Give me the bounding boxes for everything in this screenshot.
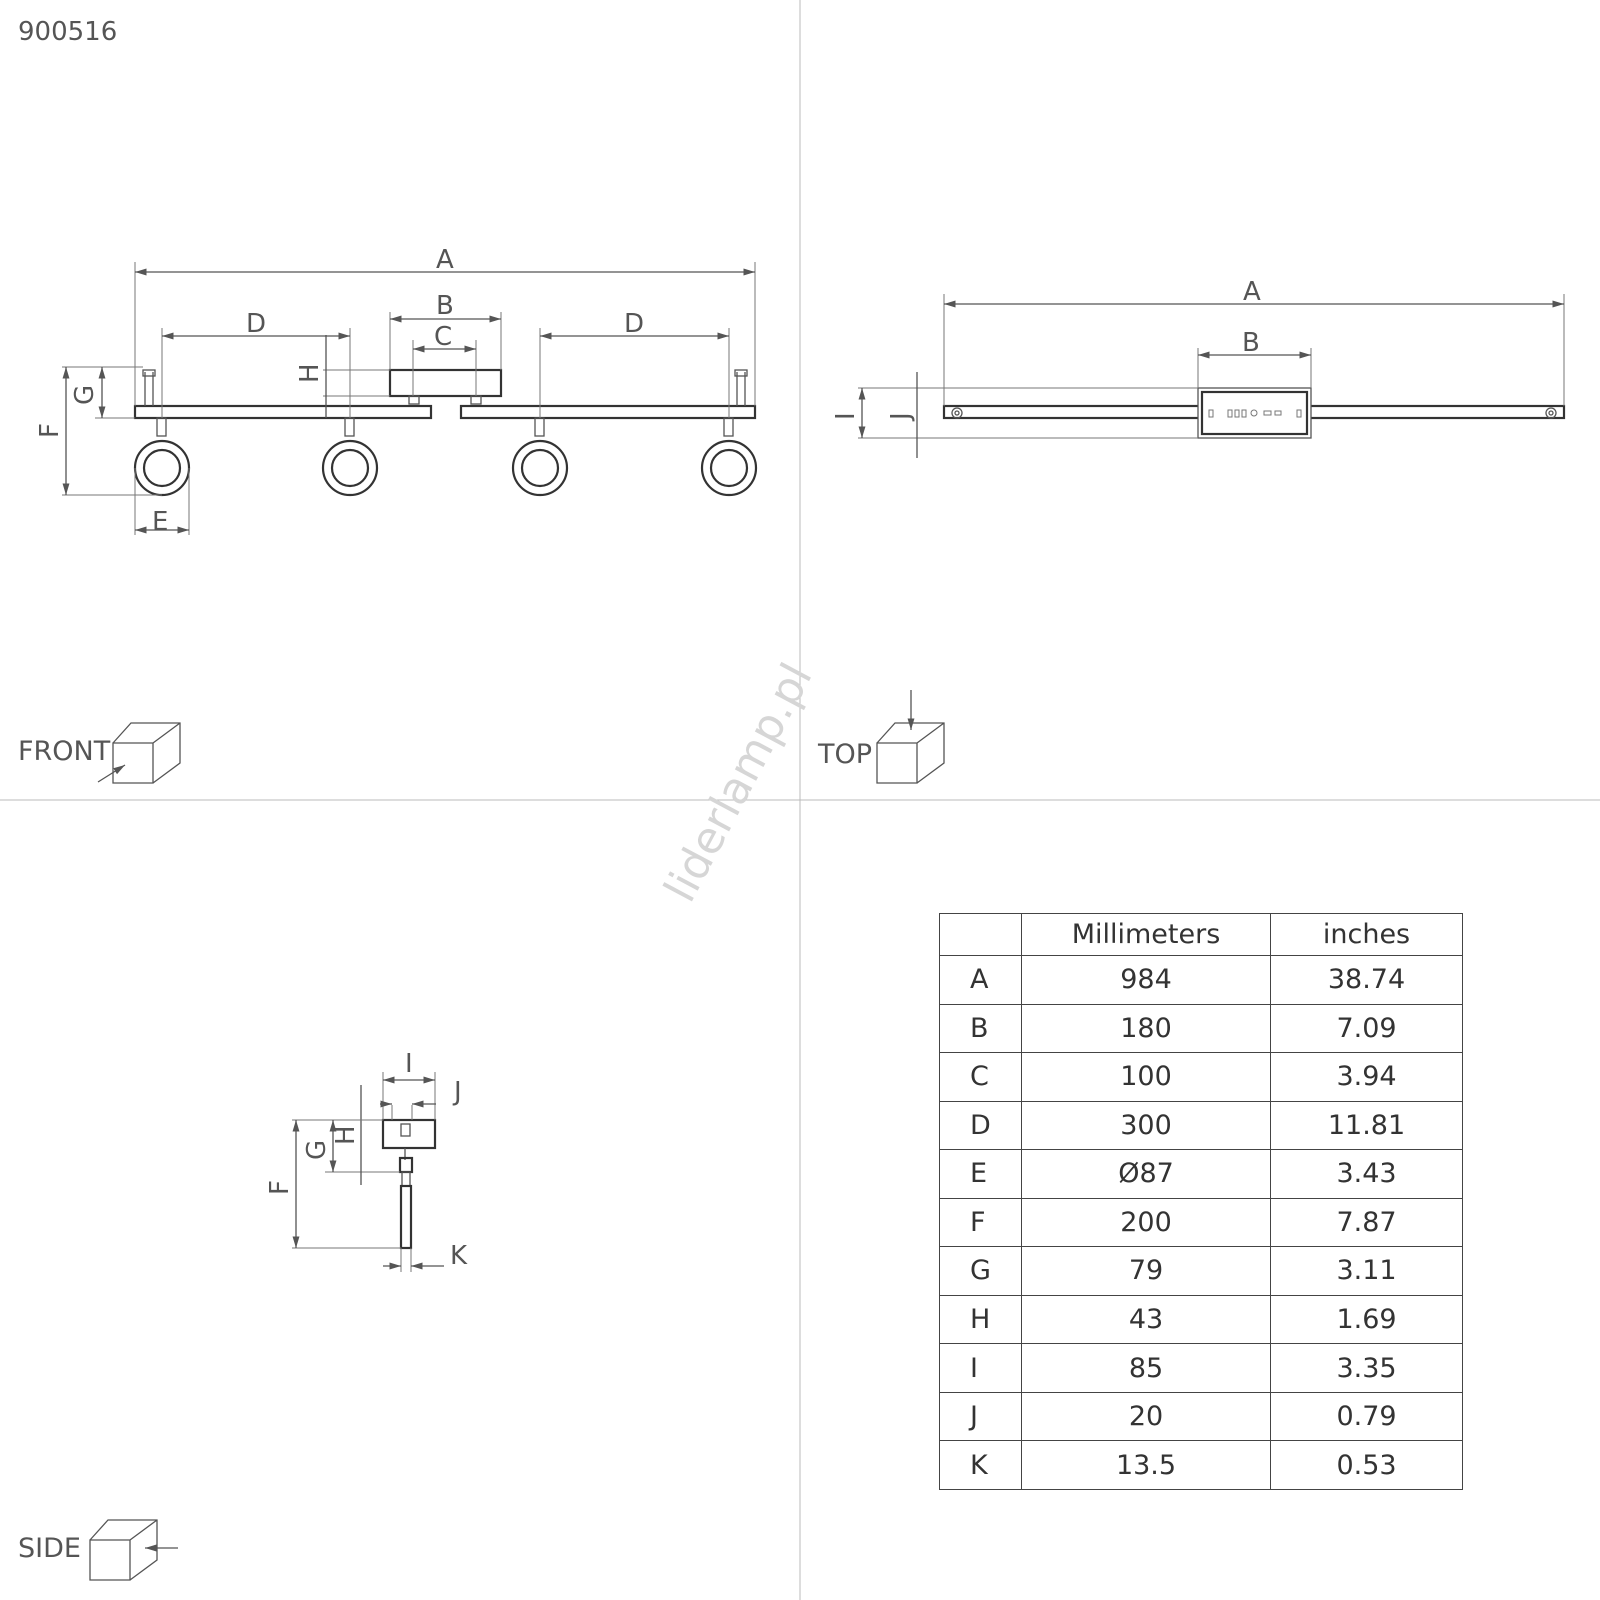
row-mm: Ø87 <box>1021 1149 1271 1199</box>
row-in: 7.09 <box>1270 1003 1463 1054</box>
row-mm: 20 <box>1021 1391 1271 1442</box>
row-key: D <box>939 1100 1022 1151</box>
front-spot-1 <box>133 417 191 497</box>
header-inches: inches <box>1270 913 1463 956</box>
row-key: A <box>939 955 1022 1005</box>
side-label-h: H <box>331 1125 361 1145</box>
watermark: liderlamp.pl <box>655 655 823 910</box>
top-view-indicator: TOP <box>817 690 945 784</box>
side-label-f: F <box>265 1180 295 1195</box>
row-key: C <box>939 1052 1022 1102</box>
front-spot-4 <box>700 417 758 497</box>
top-view: A B I J <box>831 277 1566 458</box>
front-label-a: A <box>436 245 454 275</box>
front-spot-3 <box>511 417 569 497</box>
side-label-i: I <box>405 1049 413 1079</box>
top-view-label: TOP <box>817 739 872 770</box>
row-in: 38.74 <box>1270 955 1463 1005</box>
row-mm: 43 <box>1021 1294 1271 1345</box>
row-key: J <box>939 1391 1022 1442</box>
row-mm: 79 <box>1021 1246 1271 1296</box>
front-label-d-right: D <box>624 309 644 339</box>
row-in: 11.81 <box>1270 1100 1463 1151</box>
side-spot <box>399 1184 413 1250</box>
side-label-g: G <box>302 1140 332 1160</box>
row-key: F <box>939 1197 1022 1248</box>
side-canopy <box>381 1118 437 1150</box>
front-view-indicator: FRONT <box>18 722 181 784</box>
row-key: I <box>939 1343 1022 1393</box>
top-label-a: A <box>1243 277 1261 307</box>
top-canopy-inner <box>1200 390 1309 436</box>
row-mm: 200 <box>1021 1197 1271 1248</box>
row-in: 3.94 <box>1270 1052 1463 1102</box>
front-canopy <box>388 368 503 398</box>
row-mm: 85 <box>1021 1343 1271 1393</box>
top-label-b: B <box>1242 328 1260 358</box>
front-left-arm <box>133 404 433 420</box>
side-view-indicator: SIDE <box>18 1519 178 1581</box>
row-mm: 100 <box>1021 1052 1271 1102</box>
side-label-j: J <box>452 1077 462 1107</box>
top-label-i: I <box>831 412 861 420</box>
side-view-label: SIDE <box>18 1533 81 1564</box>
product-code: 900516 <box>18 17 117 47</box>
row-in: 0.79 <box>1270 1391 1463 1442</box>
row-key: B <box>939 1003 1022 1054</box>
row-mm: 180 <box>1021 1003 1271 1054</box>
row-key: E <box>939 1149 1022 1199</box>
front-right-arm <box>459 404 757 420</box>
row-mm: 300 <box>1021 1100 1271 1151</box>
front-label-d-left: D <box>246 309 266 339</box>
row-key: K <box>939 1440 1022 1490</box>
row-in: 3.35 <box>1270 1343 1463 1393</box>
row-in: 7.87 <box>1270 1197 1463 1248</box>
row-in: 0.53 <box>1270 1440 1463 1490</box>
row-in: 3.43 <box>1270 1149 1463 1199</box>
table-header-row: Millimeters inches <box>939 913 1463 956</box>
row-mm: 984 <box>1021 955 1271 1005</box>
side-arm <box>398 1156 414 1174</box>
row-key: H <box>939 1294 1022 1345</box>
header-millimeters: Millimeters <box>1021 913 1271 956</box>
front-view: A B C D D H G F <box>35 245 758 537</box>
row-in: 3.11 <box>1270 1246 1463 1296</box>
front-view-label: FRONT <box>18 736 111 767</box>
row-key: G <box>939 1246 1022 1296</box>
front-label-c: C <box>434 322 452 352</box>
front-label-f: F <box>35 423 65 438</box>
side-view: I J H G F K <box>265 1049 468 1272</box>
front-label-g: G <box>70 385 100 405</box>
header-key <box>939 913 1022 956</box>
front-label-e: E <box>152 507 168 537</box>
side-label-k: K <box>450 1241 468 1271</box>
row-mm: 13.5 <box>1021 1440 1271 1490</box>
front-label-h: H <box>295 363 325 383</box>
front-label-b: B <box>436 291 454 321</box>
front-spot-2 <box>321 417 379 497</box>
top-label-j: J <box>886 412 916 422</box>
row-in: 1.69 <box>1270 1294 1463 1345</box>
